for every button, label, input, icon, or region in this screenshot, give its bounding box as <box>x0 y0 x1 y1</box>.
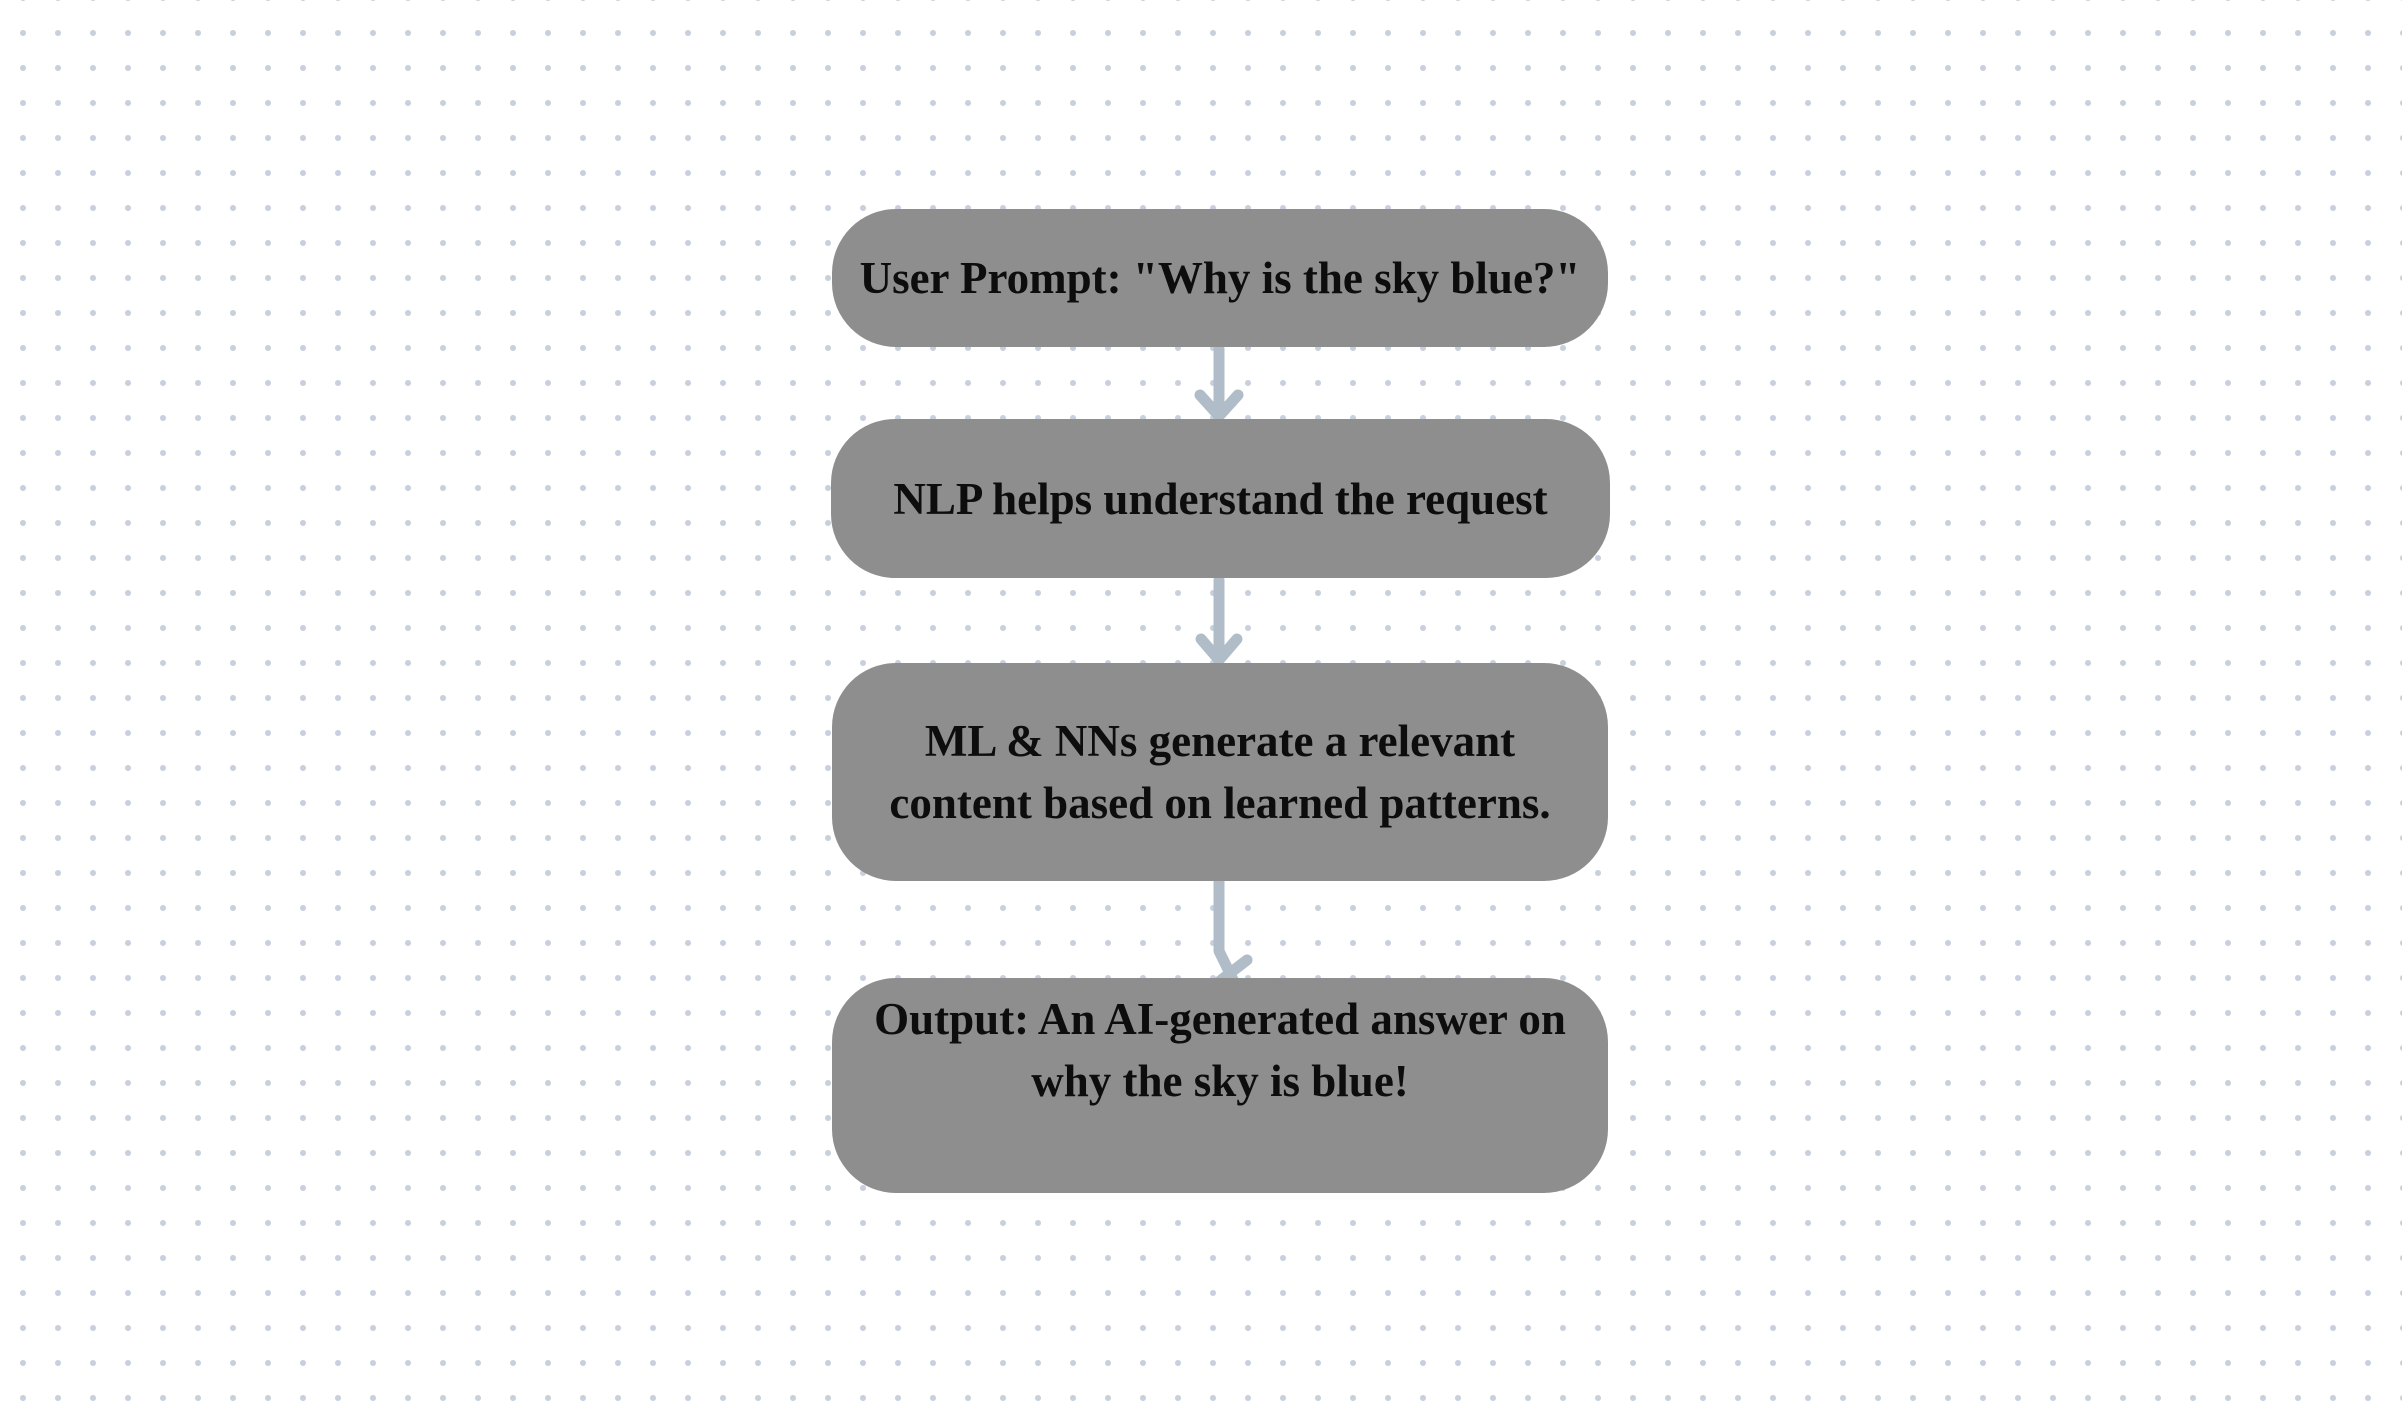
arrow-head-down-icon <box>1194 389 1244 422</box>
flow-arrow-2[interactable] <box>1195 574 1243 666</box>
flow-node-ml-nns[interactable]: ML & NNs generate a relevant content bas… <box>832 663 1608 881</box>
flow-node-nlp[interactable]: NLP helps understand the request <box>831 419 1610 578</box>
flow-arrow-1[interactable] <box>1194 343 1244 422</box>
node-text-line: NLP helps understand the request <box>893 473 1548 524</box>
flow-node-output[interactable]: Output: An AI-generated answer on why th… <box>832 978 1608 1193</box>
node-text-line: why the sky is blue! <box>1031 1056 1409 1106</box>
flow-node-user-prompt[interactable]: User Prompt: "Why is the sky blue?" <box>832 209 1608 347</box>
node-text-line: Output: An AI-generated answer on <box>874 994 1566 1044</box>
node-text-line: content based on learned patterns. <box>889 778 1551 828</box>
node-text-line: ML & NNs generate a relevant <box>924 716 1516 766</box>
node-text-line: User Prompt: "Why is the sky blue?" <box>859 253 1581 303</box>
arrow-head-down-icon <box>1195 633 1243 666</box>
